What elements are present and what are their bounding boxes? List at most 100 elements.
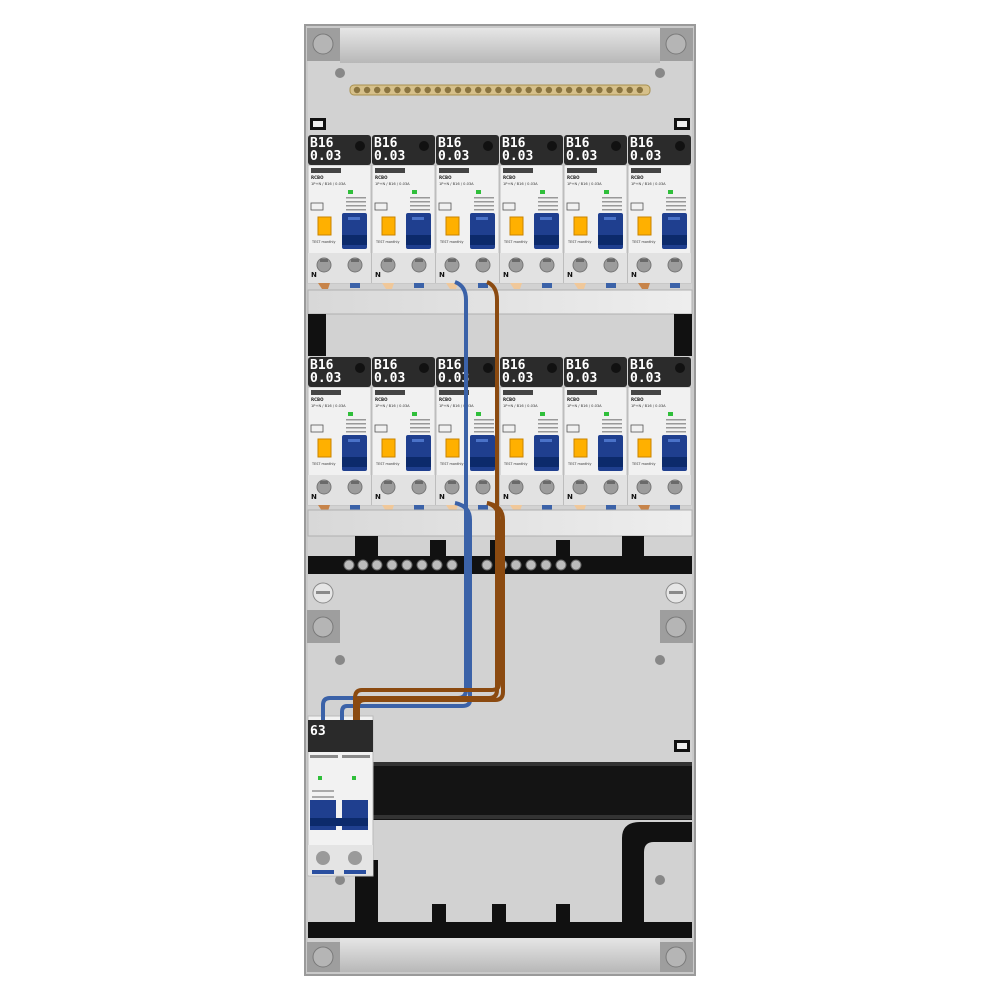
- rcbo-spec: 1P+N / B16 / 0.03A: [311, 404, 346, 408]
- test-button[interactable]: [573, 438, 588, 458]
- test-button[interactable]: [445, 438, 460, 458]
- rcbo-test-label: TEST monthly: [311, 462, 335, 466]
- wire-brown: [353, 280, 505, 720]
- din-rail-lower: [370, 740, 692, 820]
- mount-screw-mid-right: [660, 610, 693, 643]
- rcbo-test-label: TEST monthly: [439, 240, 463, 244]
- test-button[interactable]: [381, 438, 396, 458]
- earth-terminal-bar: [349, 84, 651, 96]
- mount-screw-top-left: [307, 28, 340, 61]
- rcbo-spec: 1P+N / B16 / 0.03A: [567, 404, 602, 408]
- rcbo-sensitivity: 0.03: [502, 149, 533, 164]
- main-switch-rating: 63: [310, 724, 326, 739]
- rcbo-model: RCBO: [311, 175, 324, 180]
- bottom-cover: [340, 938, 660, 972]
- main-switch[interactable]: 63: [307, 715, 374, 877]
- neutral-mark: N: [439, 493, 445, 501]
- test-button[interactable]: [381, 216, 396, 236]
- test-button[interactable]: [509, 438, 524, 458]
- neutral-mark: N: [567, 271, 573, 279]
- rcbo-sensitivity: 0.03: [374, 149, 405, 164]
- neutral-mark: N: [311, 493, 317, 501]
- rcbo-sensitivity: 0.03: [310, 371, 341, 386]
- rcbo-spec: 1P+N / B16 / 0.03A: [311, 182, 346, 186]
- rcbo-model: RCBO: [631, 175, 644, 180]
- neutral-mark: N: [375, 493, 381, 501]
- rcbo-rating: B16: [630, 358, 654, 373]
- test-button[interactable]: [637, 438, 652, 458]
- rcbo-spec: 1P+N / B16 / 0.03A: [439, 404, 474, 408]
- rcbo-test-label: TEST monthly: [375, 240, 399, 244]
- rcbo-rating: B16: [374, 358, 398, 373]
- rcbo-test-label: TEST monthly: [375, 462, 399, 466]
- rcbo-model: RCBO: [439, 175, 452, 180]
- rcbo-sensitivity: 0.03: [502, 371, 533, 386]
- rcbo-model: RCBO: [439, 397, 452, 402]
- rcbo-model: RCBO: [311, 397, 324, 402]
- rcbo-sensitivity: 0.03: [438, 149, 469, 164]
- rcbo-spec: 1P+N / B16 / 0.03A: [503, 404, 538, 408]
- test-button[interactable]: [573, 216, 588, 236]
- rcbo-spec: 1P+N / B16 / 0.03A: [567, 182, 602, 186]
- neutral-mark: N: [439, 271, 445, 279]
- neutral-mark: N: [631, 271, 637, 279]
- mount-screw-bottom-left: [307, 942, 340, 972]
- rcbo-spec: 1P+N / B16 / 0.03A: [503, 182, 538, 186]
- test-button[interactable]: [637, 216, 652, 236]
- rcbo-sensitivity: 0.03: [438, 371, 469, 386]
- neutral-mark: N: [631, 493, 637, 501]
- rcbo-rating: B16: [438, 358, 462, 373]
- neutral-mark: N: [567, 493, 573, 501]
- rcbo-sensitivity: 0.03: [566, 149, 597, 164]
- rcbo-test-label: TEST monthly: [311, 240, 335, 244]
- neutral-mark: N: [503, 271, 509, 279]
- rcbo-model: RCBO: [567, 397, 580, 402]
- test-button[interactable]: [317, 216, 332, 236]
- rcbo-rating: B16: [566, 358, 590, 373]
- rcbo-rating: B16: [374, 136, 398, 151]
- test-button[interactable]: [317, 438, 332, 458]
- rcbo-spec: 1P+N / B16 / 0.03A: [375, 404, 410, 408]
- top-cover: [340, 28, 660, 63]
- rcbo-sensitivity: 0.03: [630, 149, 661, 164]
- rcbo-spec: 1P+N / B16 / 0.03A: [375, 182, 410, 186]
- rcbo-rating: B16: [630, 136, 654, 151]
- neutral-mark: N: [375, 271, 381, 279]
- rcbo-rating: B16: [310, 136, 334, 151]
- rcbo-test-label: TEST monthly: [503, 462, 527, 466]
- rcbo-test-label: TEST monthly: [567, 462, 591, 466]
- rcbo-rating: B16: [310, 358, 334, 373]
- mount-screw-top-right: [660, 28, 693, 61]
- rcbo-test-label: TEST monthly: [439, 462, 463, 466]
- rcbo-sensitivity: 0.03: [310, 149, 341, 164]
- test-button[interactable]: [509, 216, 524, 236]
- rcbo-rating: B16: [438, 136, 462, 151]
- rcbo-rating: B16: [566, 136, 590, 151]
- rcbo-rating: B16: [502, 136, 526, 151]
- rcbo-model: RCBO: [567, 175, 580, 180]
- neutral-mark: N: [503, 493, 509, 501]
- rcbo-model: RCBO: [503, 175, 516, 180]
- rail-screw-right: [665, 582, 687, 604]
- neutral-mark: N: [311, 271, 317, 279]
- rcbo-test-label: TEST monthly: [631, 462, 655, 466]
- rcbo-test-label: TEST monthly: [631, 240, 655, 244]
- test-button[interactable]: [445, 216, 460, 236]
- rcbo-model: RCBO: [375, 175, 388, 180]
- rcbo-model: RCBO: [631, 397, 644, 402]
- rcbo-sensitivity: 0.03: [566, 371, 597, 386]
